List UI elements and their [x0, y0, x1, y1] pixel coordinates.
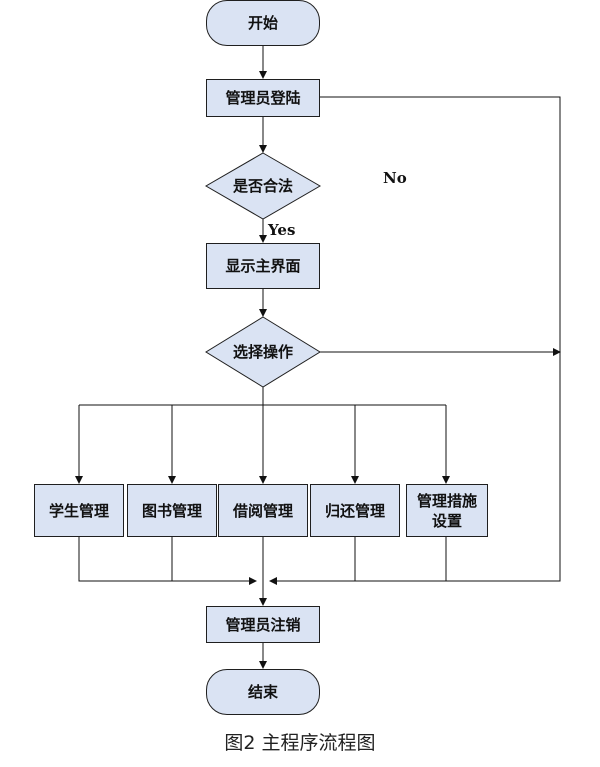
select-operation-label: 选择操作	[232, 343, 293, 361]
logout-box: 管理员注销	[206, 606, 320, 643]
borrow-management-box: 借阅管理	[218, 484, 308, 537]
start-node: 开始	[206, 0, 320, 46]
return-management-box: 归还管理	[310, 484, 400, 537]
yes-label: Yes	[268, 221, 296, 239]
decision-diamond-select	[205, 316, 321, 388]
no-label: No	[383, 169, 407, 187]
no-path-line	[269, 96, 561, 585]
end-node: 结束	[206, 669, 320, 715]
merge-left-line	[78, 537, 257, 585]
student-management-box: 学生管理	[34, 484, 124, 537]
book-management-box: 图书管理	[127, 484, 217, 537]
figure-caption: 图2 主程序流程图	[224, 732, 376, 754]
decision-diamond-legal	[205, 152, 321, 220]
legal-check-label: 是否合法	[232, 177, 293, 195]
main-ui-box: 显示主界面	[206, 243, 320, 289]
login-box: 管理员登陆	[206, 79, 320, 117]
measures-setting-box: 管理措施设置	[406, 484, 488, 537]
